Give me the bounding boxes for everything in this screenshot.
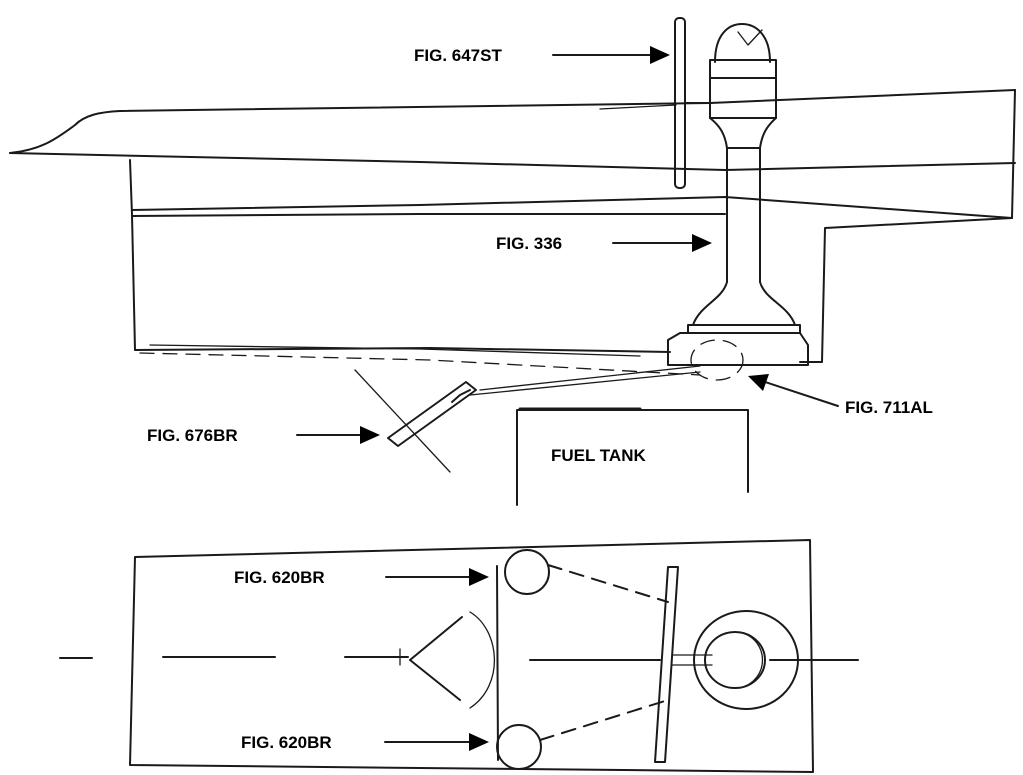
head-taper xyxy=(709,117,777,149)
plan-pulley-bottom xyxy=(496,724,542,770)
steering-wheel-side xyxy=(599,17,713,189)
arrow-711al-head xyxy=(748,374,769,391)
plan-wheel xyxy=(654,566,679,763)
hull-band-upper xyxy=(131,196,1013,219)
pulley-bracket-2 xyxy=(387,381,477,447)
idler-pulley-side xyxy=(354,369,477,473)
plan-pulley-top xyxy=(504,549,550,595)
fuel-tank xyxy=(516,407,749,506)
hull-band-lower xyxy=(131,213,726,217)
label-fig-676br: FIG. 676BR xyxy=(147,426,238,445)
plan-column-inner xyxy=(704,631,766,689)
column-base-plate xyxy=(687,324,801,334)
dome-detail xyxy=(737,29,763,46)
label-fig-711al: FIG. 711AL xyxy=(845,398,933,417)
arrow-620br-bottom-head xyxy=(469,733,489,751)
column-base-flare xyxy=(692,281,796,326)
wheel-spoke xyxy=(599,104,677,110)
arrow-336-head xyxy=(692,234,712,252)
cable-to-pulley-2 xyxy=(479,365,701,391)
label-fig-620br-top: FIG. 620BR xyxy=(234,568,325,587)
cable-to-pulley xyxy=(469,371,701,396)
hull-aft-edge xyxy=(799,217,1013,363)
arrow-676br-head xyxy=(360,426,380,444)
plan-cable-bottom xyxy=(539,699,669,741)
label-fig-336: FIG. 336 xyxy=(496,234,562,253)
hull-bottom xyxy=(134,347,671,353)
column-head xyxy=(709,59,777,119)
arrow-647st-head xyxy=(650,46,670,64)
hull-forward-edge xyxy=(129,159,136,351)
base-pulley-dashed xyxy=(690,339,744,381)
deck-line xyxy=(9,89,1016,154)
arrow-620br-top-head xyxy=(469,568,489,586)
pulley-bracket-3 xyxy=(451,389,471,403)
compass-dome xyxy=(714,23,771,63)
cable-dashed xyxy=(139,352,701,376)
hull-bottom-inner xyxy=(149,344,641,357)
label-fig-647st: FIG. 647ST xyxy=(414,46,502,65)
plan-outline xyxy=(129,539,814,773)
arrow-711al xyxy=(761,380,839,407)
column-base-block xyxy=(667,332,809,366)
pulley-bracket-1 xyxy=(354,369,451,473)
rudder-v xyxy=(409,616,463,701)
plan-cable-top xyxy=(547,564,669,603)
plan-column-lens xyxy=(739,631,763,689)
hull-side-view xyxy=(9,89,1016,396)
rudder-arc xyxy=(469,611,496,709)
cross-bar xyxy=(496,565,499,761)
sheer-line xyxy=(9,152,1016,171)
hull-plan-view xyxy=(59,539,859,773)
label-arrows xyxy=(296,46,839,751)
label-fig-620br-bottom: FIG. 620BR xyxy=(241,733,332,752)
label-fuel-tank: FUEL TANK xyxy=(551,446,646,465)
stern-edge xyxy=(1011,89,1016,219)
steering-column xyxy=(667,23,809,381)
